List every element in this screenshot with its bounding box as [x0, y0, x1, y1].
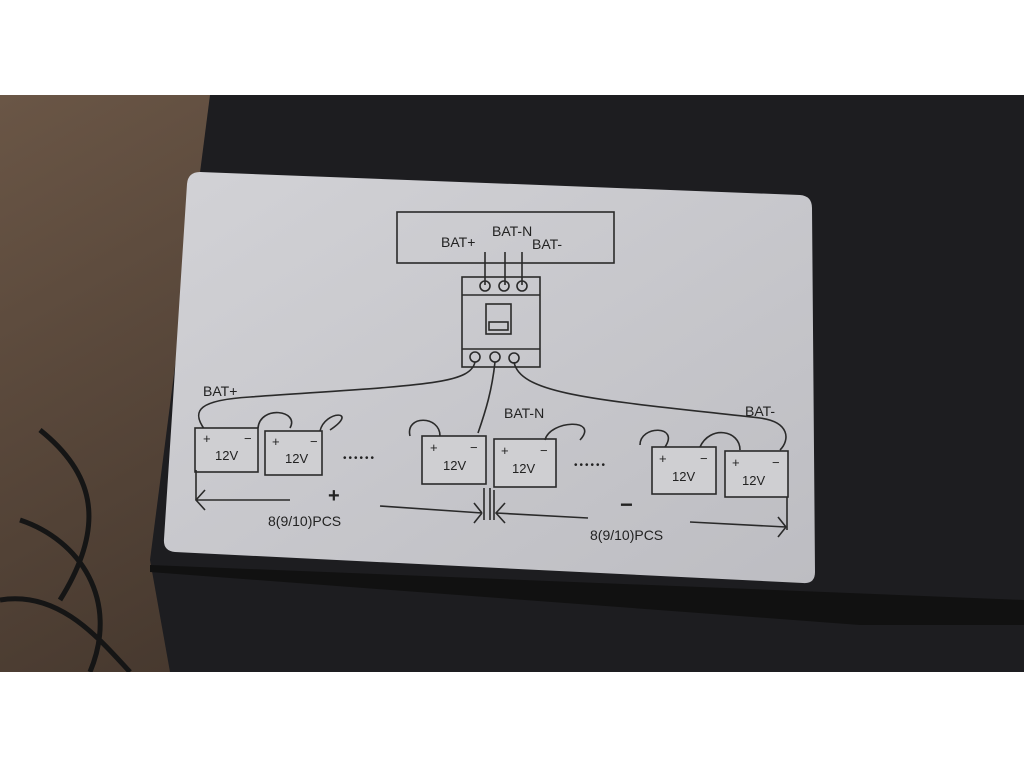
battery-6: + − 12V [724, 450, 789, 498]
svg-text:12V: 12V [512, 461, 535, 476]
bat-n-wire [477, 361, 496, 434]
negative-sign: − [620, 492, 633, 517]
svg-text:−: − [244, 431, 252, 446]
negative-dimension-arrow [494, 502, 787, 538]
svg-text:−: − [700, 451, 708, 466]
case-bottom-edge [150, 565, 1024, 625]
positive-sign: + [328, 485, 340, 507]
battery-2: + − 12V [264, 430, 323, 476]
svg-text:12V: 12V [742, 473, 765, 488]
svg-text:12V: 12V [672, 469, 695, 484]
svg-text:12V: 12V [285, 451, 308, 466]
svg-text:+: + [272, 434, 280, 449]
top-bat-plus-text: BAT+ [441, 234, 475, 250]
ellipsis-negative: •••••• [574, 460, 607, 471]
svg-text:−: − [772, 455, 780, 470]
ellipsis-positive: •••••• [343, 453, 376, 464]
svg-text:+: + [501, 443, 509, 458]
svg-text:+: + [659, 451, 667, 466]
cables [0, 428, 132, 674]
label-plate [163, 172, 815, 584]
negative-count-text: 8(9/10)PCS [590, 527, 663, 543]
battery-3: + − 12V [421, 435, 487, 485]
svg-text:+: + [430, 440, 438, 455]
battery-wiring-label: BAT-N BAT+ BAT- BAT+ BAT-N BAT- + − 12V … [163, 172, 815, 584]
svg-text:+: + [203, 431, 211, 446]
svg-text:+: + [732, 455, 740, 470]
svg-text:−: − [470, 440, 478, 455]
svg-text:−: − [310, 434, 318, 449]
wire-bat-n-text: BAT-N [504, 405, 544, 421]
bat-minus-wire [513, 361, 787, 451]
top-bat-minus-text: BAT- [532, 236, 562, 252]
bat-plus-wire [197, 361, 476, 431]
svg-text:12V: 12V [443, 458, 466, 473]
breaker-icon [461, 276, 541, 368]
svg-text:12V: 12V [215, 448, 238, 463]
battery-4: + − 12V [493, 438, 557, 488]
battery-1: + − 12V [194, 427, 259, 473]
positive-count-text: 8(9/10)PCS [268, 513, 341, 529]
wire-bat-minus-text: BAT- [745, 403, 775, 419]
battery-5: + − 12V [651, 446, 717, 495]
top-bat-n-text: BAT-N [492, 223, 532, 239]
wire-bat-plus-text: BAT+ [203, 383, 237, 399]
svg-text:−: − [540, 443, 548, 458]
positive-dimension-arrow [194, 489, 483, 524]
